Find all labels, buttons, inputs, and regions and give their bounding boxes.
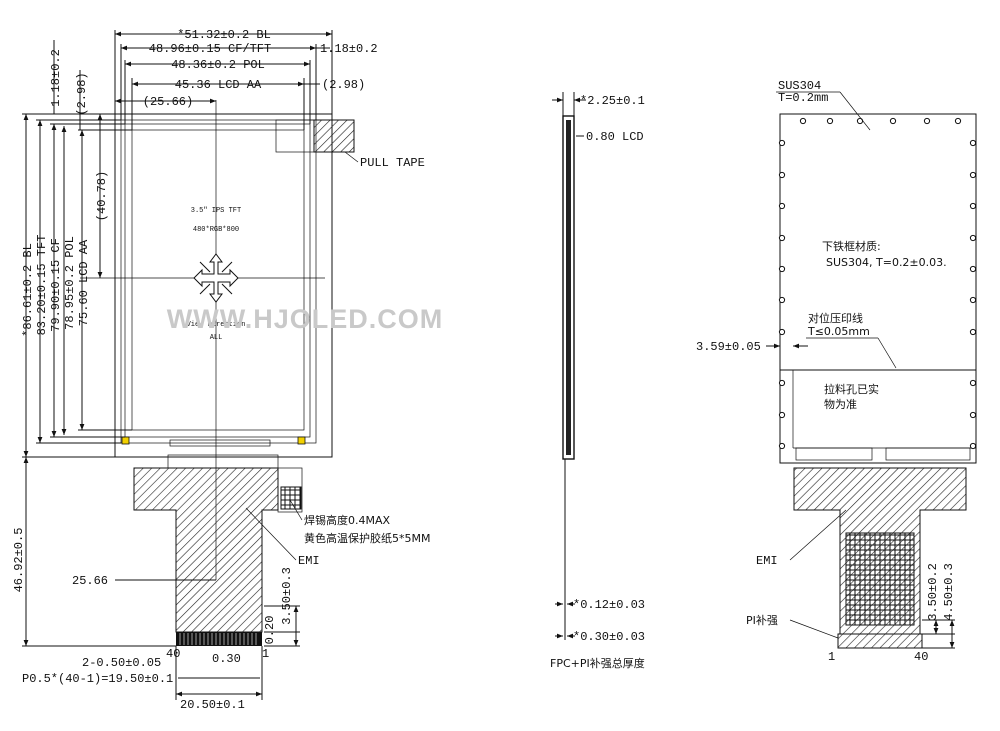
side-pi-thickness: *0.30±0.03 xyxy=(573,630,645,644)
dim-350-front: 3.50±0.3 xyxy=(280,567,294,625)
emi-leader xyxy=(245,507,297,561)
left-dimension-lines xyxy=(22,40,176,647)
side-caption: FPC+PI补强总厚度 xyxy=(550,656,645,670)
solder-leader xyxy=(289,499,303,521)
top-dimension-lines xyxy=(114,30,333,130)
dim-pitch: P0.5*(40-1)=19.50±0.1 xyxy=(22,672,173,686)
dim-bl-width: *51.32±0.2 BL xyxy=(177,28,271,42)
hole-note-2: 物为准 xyxy=(824,397,857,411)
hole-note-1: 拉料孔已实 xyxy=(824,382,879,396)
dim-fpc-length: 46.92±0.5 xyxy=(12,528,26,593)
fpc-neck xyxy=(167,454,279,469)
align-title: 对位压印线 xyxy=(808,311,863,325)
panel-size-label: 3.5" IPS TFT xyxy=(191,207,241,215)
dim-pad-width: 2-0.50±0.05 xyxy=(82,656,161,670)
back-dim-450: 4.50±0.3 xyxy=(942,563,956,621)
back-pin-last: 40 xyxy=(914,650,928,664)
gold-finger-lines xyxy=(179,633,257,645)
dim-cf-height: 79.90±0.15 CF xyxy=(49,238,63,332)
ic-strip xyxy=(169,439,271,447)
align-offset-dim: 3.59±0.05 xyxy=(696,340,761,354)
dim-cf-tft-width: 48.96±0.15 CF/TFT xyxy=(149,42,271,56)
pull-tape-leader xyxy=(344,151,359,163)
dim-lcd-aa-width: 45.36 LCD AA xyxy=(175,78,262,92)
back-material-leader xyxy=(839,91,871,131)
dim-cf-tft-right: 1.18±0.2 xyxy=(320,42,378,56)
backlight-outline xyxy=(114,113,333,458)
side-dim-lines xyxy=(552,92,586,639)
side-view: *2.25±0.1 0.80 LCD *0.12±0.03 *0.30±0.03… xyxy=(550,92,645,670)
pull-tape-label: PULL TAPE xyxy=(360,156,425,170)
dim-lcd-aa-height: 75.60 LCD AA xyxy=(77,239,91,326)
side-total-thickness: *2.25±0.1 xyxy=(580,94,645,108)
back-pin-first: 1 xyxy=(828,650,835,664)
frame-title: 下铁框材质: xyxy=(822,239,881,253)
gold-fingers xyxy=(176,632,262,646)
side-fpc-thickness: *0.12±0.03 xyxy=(573,598,645,612)
back-emi-leader xyxy=(789,509,847,561)
dim-pol-height: 78.95±0.2 POL xyxy=(63,236,77,330)
watermark: WWW.HJOLED.COM xyxy=(167,304,443,334)
panel-resolution-label: 480*RGB*800 xyxy=(193,226,239,234)
side-lcd-thickness: 0.80 LCD xyxy=(586,130,644,144)
align-leader xyxy=(877,337,897,369)
dim-aa-right: (2.98) xyxy=(322,78,365,92)
pull-tape xyxy=(313,119,355,153)
dim-center-offset-y: (40.78) xyxy=(95,171,109,221)
align-spec: T≤0.05mm xyxy=(807,325,870,338)
emi-label: EMI xyxy=(298,554,320,568)
frame-spec: SUS304, T=0.2±0.03. xyxy=(826,256,947,269)
view-direction-value: ALL xyxy=(210,334,223,342)
dim-pol-width: 48.36±0.2 POL xyxy=(171,58,265,72)
dim-bl-height: *86.61±0.2 BL xyxy=(21,243,35,337)
lcd-aa-outline xyxy=(131,129,305,431)
back-emi-grid xyxy=(845,532,915,626)
back-holes xyxy=(778,117,977,450)
back-material-label: SUS304 xyxy=(778,79,821,93)
solder-pad-area xyxy=(280,486,302,510)
back-thickness-label: T=0.2mm xyxy=(778,91,828,105)
dim-tft-height: 83.20±0.15 TFT xyxy=(35,235,49,336)
solder-height-label: 焊锡高度0.4MAX xyxy=(304,513,391,527)
back-slot-right xyxy=(885,447,971,461)
pol-outline xyxy=(124,123,311,438)
back-dim-350: 3.50±0.2 xyxy=(926,563,940,621)
pull-tape-base xyxy=(275,119,315,153)
dim-020: 0.20 xyxy=(263,616,277,645)
fpc-width-dim-lines xyxy=(175,605,300,700)
dim-top-offset: 1.18±0.2 xyxy=(49,49,63,107)
dim-fpc-center: 25.66 xyxy=(72,574,108,588)
back-view: SUS304 T=0.2mm 下铁框材质: SUS304, T=0.2±0.03… xyxy=(696,79,977,664)
front-view: 3.5" IPS TFT 480*RGB*800 View Direction … xyxy=(12,28,430,712)
back-emi-label: EMI xyxy=(756,554,778,568)
protect-tape-label: 黄色高温保护胶纸5*5MM xyxy=(304,531,430,545)
back-frame xyxy=(779,113,977,464)
center-mark-icon xyxy=(193,253,239,303)
pin-first-label: 40 xyxy=(166,647,180,661)
tape-area xyxy=(277,467,303,513)
pin-last-label: 1 xyxy=(262,647,269,661)
fpc xyxy=(133,467,279,633)
tft-outline xyxy=(120,119,317,444)
side-lcd-layer xyxy=(566,120,571,455)
back-slot-left xyxy=(795,447,873,461)
back-pi-stiffener xyxy=(837,633,923,649)
dim-fpc-width: 20.50±0.1 xyxy=(180,698,245,712)
pad-left xyxy=(121,436,130,445)
back-dim-lines xyxy=(922,619,955,649)
dim-top-offset-aa: (2.98) xyxy=(75,72,89,115)
pad-right xyxy=(297,436,306,445)
back-pi-label: PI补强 xyxy=(746,614,778,627)
dim-pin-gap: 0.30 xyxy=(212,652,241,666)
back-pi-leader xyxy=(789,619,839,639)
dim-center-offset-x: (25.66) xyxy=(143,95,193,109)
view-direction-label: View Direction xyxy=(187,321,246,329)
